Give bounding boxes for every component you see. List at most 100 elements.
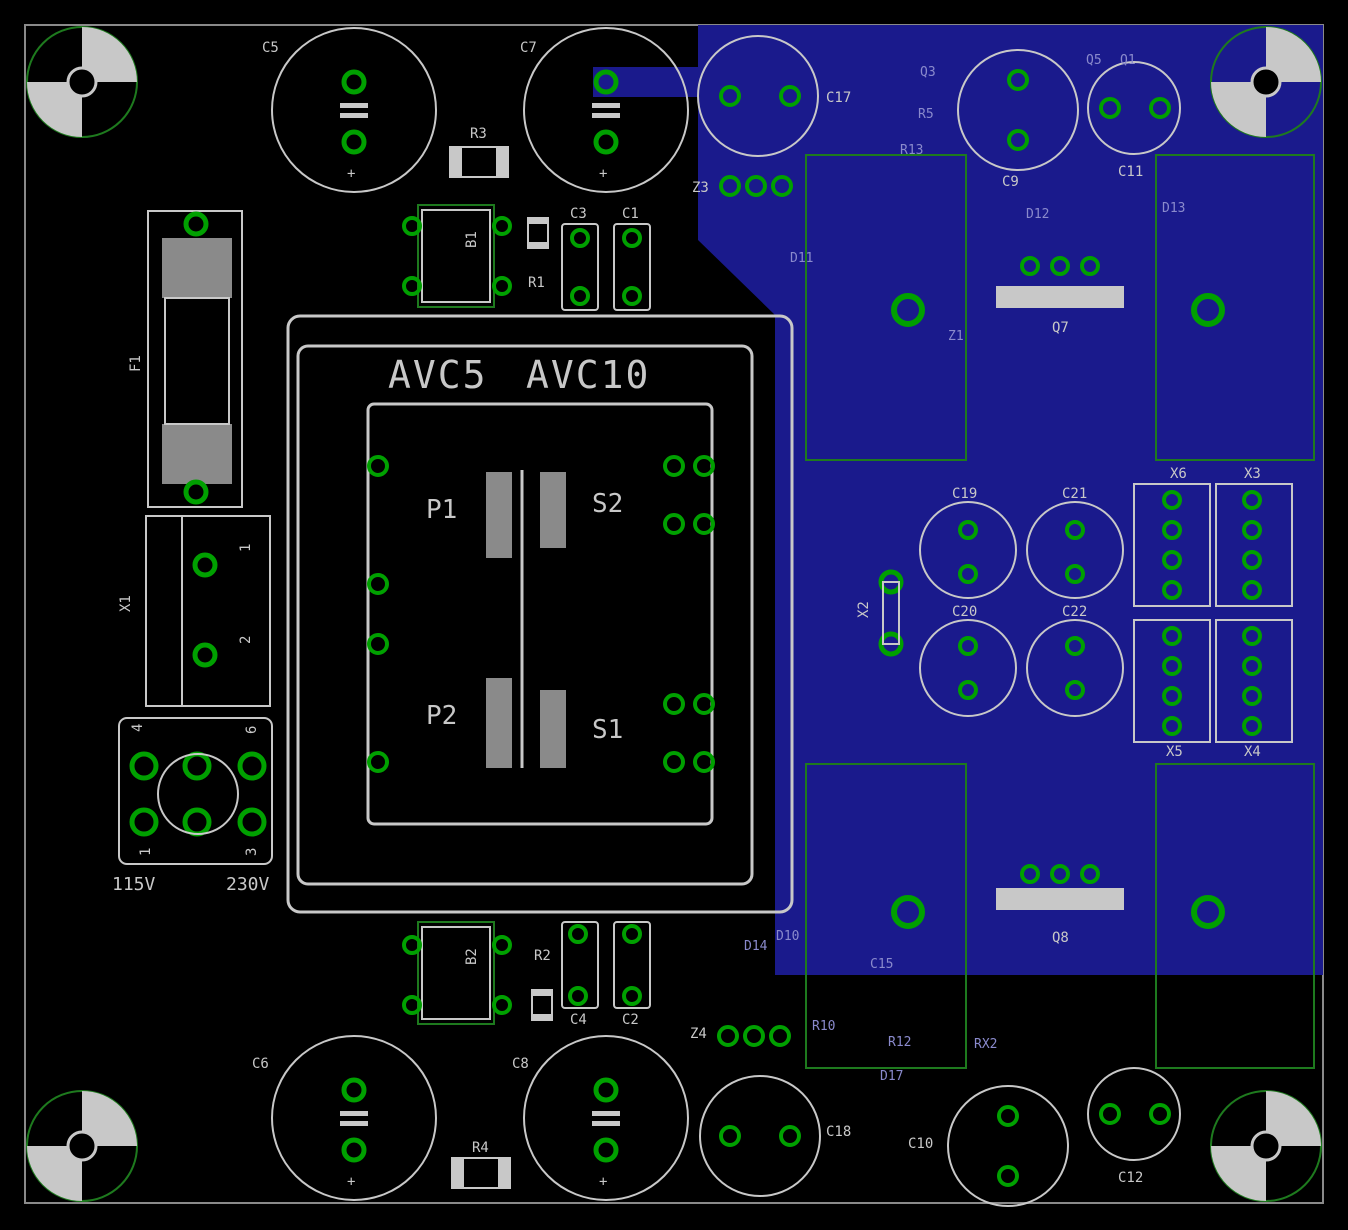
label-c21: C21 <box>1062 486 1087 502</box>
label-c1: C1 <box>622 206 639 222</box>
transistor-q8 <box>996 864 1124 910</box>
transistor-q7 <box>996 256 1124 308</box>
label-b1: B1 <box>464 231 480 248</box>
x1-pin1: 1 <box>238 544 254 552</box>
bottom-label: R10 <box>812 1019 835 1034</box>
title-avc5: AVC5 <box>388 353 488 397</box>
resistor-r4 <box>451 1157 511 1189</box>
cap-c7: + <box>523 27 689 193</box>
label-c6: C6 <box>252 1056 269 1072</box>
bottom-label: D17 <box>880 1069 903 1084</box>
cap-c19 <box>919 501 1017 599</box>
label-c12: C12 <box>1118 1170 1143 1186</box>
sw-pin4: 4 <box>130 724 146 732</box>
label-r3: R3 <box>470 126 487 142</box>
resistor-r3 <box>449 146 509 178</box>
label-q7: Q7 <box>1052 320 1069 336</box>
label-r4: R4 <box>472 1140 489 1156</box>
label-c22: C22 <box>1062 604 1087 620</box>
label-c5: C5 <box>262 40 279 56</box>
label-c11: C11 <box>1118 164 1143 180</box>
connector-x1 <box>145 515 271 707</box>
bottom-label: R5 <box>918 107 934 122</box>
svg-text:+: + <box>599 1174 607 1190</box>
transformer <box>286 314 794 914</box>
cap-c6: + <box>271 1035 437 1201</box>
label-x5: X5 <box>1166 744 1183 760</box>
bottom-label: R13 <box>900 143 923 158</box>
resistor-r2 <box>531 989 553 1021</box>
cap-c4 <box>561 921 599 1009</box>
cap-c3 <box>561 223 599 311</box>
svg-text:+: + <box>599 166 607 182</box>
regulator-z3 <box>719 175 793 197</box>
winding-s2: S2 <box>592 489 623 519</box>
label-c2: C2 <box>622 1012 639 1028</box>
bottom-side-labels: Q3 Q5 Q1 R5 R13 D12 D13 D11 Z1 D14 D10 R… <box>744 53 1185 1084</box>
bottom-label: D13 <box>1162 201 1185 216</box>
bottom-label: R12 <box>888 1035 911 1050</box>
heatsink-top-right <box>1155 154 1315 461</box>
label-c10: C10 <box>908 1136 933 1152</box>
label-230v: 230V <box>226 874 270 895</box>
mounting-hole-tl <box>26 26 138 138</box>
terminal-x3 <box>1215 483 1293 607</box>
fuse-f1 <box>147 210 243 508</box>
bottom-label: Z1 <box>948 329 964 344</box>
x1-pin2: 2 <box>238 636 254 644</box>
cap-c11 <box>1087 61 1181 155</box>
cap-c8: + <box>523 1035 689 1201</box>
bottom-label: Q5 <box>1086 53 1102 68</box>
winding-s1: S1 <box>592 715 623 745</box>
sw-pin6: 6 <box>244 726 260 734</box>
label-x4: X4 <box>1244 744 1261 760</box>
winding-p1: P1 <box>426 495 457 525</box>
terminal-x6 <box>1133 483 1211 607</box>
label-c3: C3 <box>570 206 587 222</box>
title-avc10: AVC10 <box>526 353 650 397</box>
mounting-hole-br <box>1210 1090 1322 1202</box>
bottom-label: Q1 <box>1120 53 1136 68</box>
bottom-label: D11 <box>790 251 813 266</box>
label-r1: R1 <box>528 275 545 291</box>
svg-text:+: + <box>347 166 355 182</box>
bottom-label: D14 <box>744 939 768 954</box>
cap-c21 <box>1026 501 1124 599</box>
cap-c18 <box>699 1075 821 1197</box>
cap-c10 <box>947 1085 1069 1207</box>
label-z4: Z4 <box>690 1026 707 1042</box>
cap-c2 <box>613 921 651 1009</box>
label-q8: Q8 <box>1052 930 1069 946</box>
cap-c1 <box>613 223 651 311</box>
cap-c9 <box>957 49 1079 171</box>
label-c4: C4 <box>570 1012 587 1028</box>
sw-pin1: 1 <box>138 848 154 856</box>
copper-pour <box>698 25 1323 975</box>
regulator-z4 <box>717 1025 791 1047</box>
label-b2: B2 <box>464 948 480 965</box>
heatsink-bottom-left <box>805 763 967 1069</box>
bottom-label: Q3 <box>920 65 936 80</box>
connector-x2 <box>878 569 904 657</box>
terminal-x5 <box>1133 619 1211 743</box>
heatsink-top-left <box>805 154 967 461</box>
label-r2: R2 <box>534 948 551 964</box>
cap-c12 <box>1087 1067 1181 1161</box>
winding-p2: P2 <box>426 701 457 731</box>
cap-c22 <box>1026 619 1124 717</box>
label-c18: C18 <box>826 1124 851 1140</box>
label-x3: X3 <box>1244 466 1261 482</box>
label-x2: X2 <box>856 601 872 618</box>
label-c8: C8 <box>512 1056 529 1072</box>
label-c17: C17 <box>826 90 851 106</box>
mounting-hole-tr <box>1210 26 1322 138</box>
terminal-x4 <box>1215 619 1293 743</box>
label-f1: F1 <box>128 355 144 372</box>
svg-text:+: + <box>347 1174 355 1190</box>
label-c7: C7 <box>520 40 537 56</box>
bottom-label: RX2 <box>974 1037 997 1052</box>
cap-c17 <box>697 35 819 157</box>
bottom-label: D12 <box>1026 207 1049 222</box>
label-z3: Z3 <box>692 180 709 196</box>
